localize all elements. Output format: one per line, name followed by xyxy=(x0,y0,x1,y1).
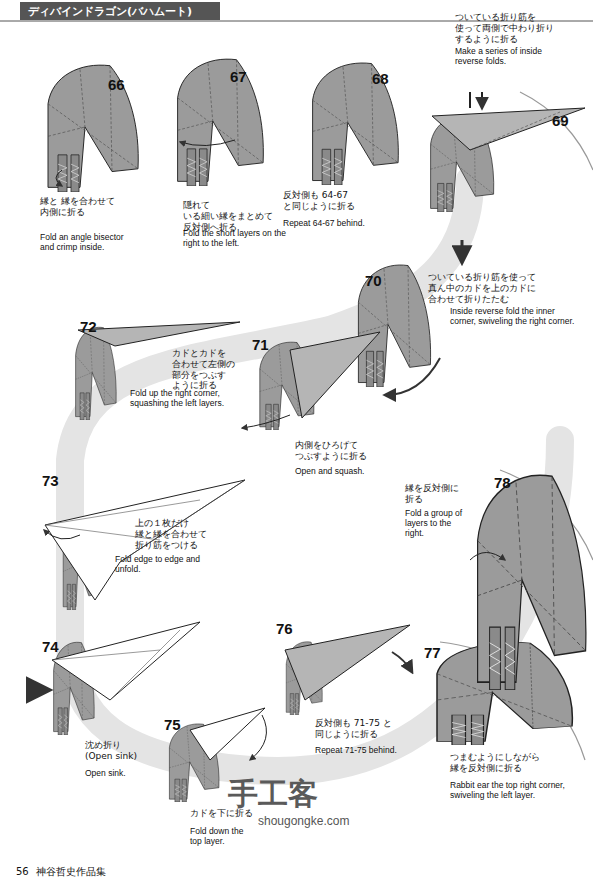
step-number: 76 xyxy=(276,620,293,638)
instruction-jp: カドとカドを 合わせて左側の 部分をつぶす ように折る xyxy=(172,348,238,391)
page-title: ディバインドラゴン(バハムート) xyxy=(28,4,192,19)
page-footer: 神谷哲史作品集 xyxy=(36,866,106,878)
push-arrow xyxy=(470,92,482,108)
instruction-jp: 縁を反対側に 折る xyxy=(405,483,465,505)
step-number: 70 xyxy=(365,272,382,290)
instruction-en: Inside reverse fold the inner corner, sw… xyxy=(450,306,575,326)
instruction-jp: ついている折り筋を使って 真ん中のカドを上のカドに 合わせて折りたたむ xyxy=(428,272,542,304)
fold-arrow xyxy=(56,170,62,186)
step-number: 71 xyxy=(252,336,269,354)
step-arrow xyxy=(461,240,464,262)
instruction-en: Repeat 64-67 behind. xyxy=(283,218,383,228)
watermark: shougongke.com xyxy=(258,814,349,828)
title-band xyxy=(20,2,220,20)
instruction-en: Fold an angle bisector and crimp inside. xyxy=(40,232,135,252)
instruction-jp: 反対側も 64-67 と同じように折る xyxy=(283,190,383,212)
model-flap xyxy=(285,625,410,700)
instruction-en: Open and squash. xyxy=(295,466,395,476)
step-number: 74 xyxy=(42,638,59,656)
step-number: 77 xyxy=(424,644,441,662)
model-flap xyxy=(78,322,240,346)
page-footer: 56 xyxy=(16,866,29,878)
step-number: 67 xyxy=(230,68,247,86)
instruction-jp: 内側をひろげて つぶすように折る xyxy=(295,440,371,462)
model-flap xyxy=(432,108,585,150)
step-number: 69 xyxy=(552,112,569,130)
watermark: 手工客 xyxy=(228,776,318,812)
step-number: 78 xyxy=(494,474,511,492)
push-arrow xyxy=(34,688,48,692)
step-arrow xyxy=(392,652,412,672)
crease-line xyxy=(52,630,180,700)
instruction-en: Fold the short layers on the right to th… xyxy=(183,228,298,248)
model-flap xyxy=(52,622,200,700)
model-figure xyxy=(313,63,399,185)
model-flap xyxy=(290,332,380,418)
step-number: 66 xyxy=(108,76,125,94)
instruction-en: Open sink. xyxy=(85,768,165,778)
model-figure xyxy=(48,65,138,192)
instruction-en: Make a series of inside reverse folds. xyxy=(455,46,547,66)
instruction-en: Rabbit ear the top right corner, swiveli… xyxy=(450,780,570,800)
step-number: 75 xyxy=(164,716,181,734)
model-figure xyxy=(358,265,430,387)
fold-arrow xyxy=(44,530,80,539)
instruction-en: Fold down the top layer. xyxy=(190,826,255,846)
instruction-jp: 反対側も 71-75 と 同じように折る xyxy=(315,718,399,740)
fold-arrow xyxy=(250,715,266,760)
instruction-jp: 沈め折り (Open sink) xyxy=(85,740,145,762)
instruction-en: Fold edge to edge and unfold. xyxy=(115,554,205,574)
model-flap xyxy=(190,708,265,760)
instruction-en: Repeat 71-75 behind. xyxy=(315,745,405,755)
model-figure xyxy=(178,59,264,186)
instruction-jp: 上の１枚だけ 縁と縁を合わせて 折り筋をつける xyxy=(135,518,213,550)
instruction-jp: つまむようにしながら 縁を反対側に折る xyxy=(450,752,546,774)
step-number: 72 xyxy=(80,318,97,336)
step-number: 73 xyxy=(42,472,59,490)
step-arrow xyxy=(385,358,440,395)
instruction-en: Fold up the right corner, squashing the … xyxy=(130,388,240,408)
model-flap xyxy=(45,480,245,600)
instruction-jp: 縁と 縁を合わせて 内側に折る xyxy=(40,196,120,218)
guide-arc xyxy=(520,92,593,170)
fold-arrow xyxy=(180,140,235,146)
crease-line xyxy=(45,480,245,562)
crease-line xyxy=(470,112,560,150)
step-number: 68 xyxy=(372,70,389,88)
fold-arrow xyxy=(242,415,290,428)
model-figure xyxy=(478,475,586,690)
instruction-jp: ついている折り筋を 使って両側で中わり折り するように折る xyxy=(455,12,559,44)
instruction-en: Fold a group of layers to the right. xyxy=(405,508,467,539)
fold-arrow xyxy=(470,553,505,561)
instruction-jp: 隠れて いる細い縁をまとめて 反対側へ折る xyxy=(183,200,279,232)
